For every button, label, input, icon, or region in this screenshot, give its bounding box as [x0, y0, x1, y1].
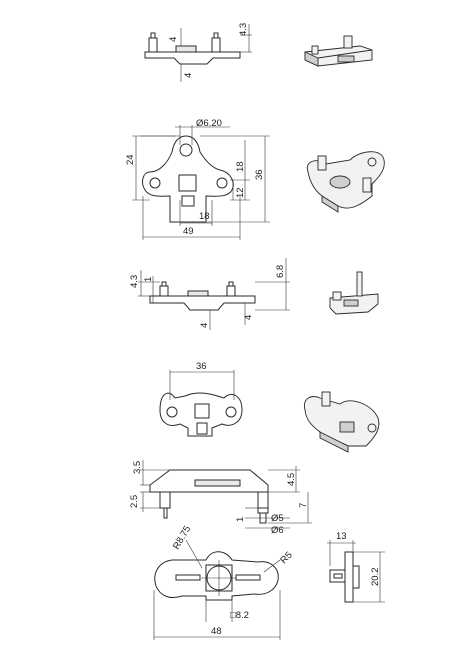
view5-section-elevation: 3.5 2.5 4.5 7 1 Ø5 Ø6: [129, 460, 312, 536]
view3-isometric: [329, 271, 379, 315]
view6-bottom-plan: R8.75 R5 □8.2 48: [153, 524, 295, 640]
view2-dim-small: 12: [235, 187, 246, 198]
view3-side-elevation: 4.3 1 6.8 4 4: [129, 258, 290, 330]
view3-dim-left-small: 1: [143, 277, 154, 282]
view6-dim-side-height: 20.2: [370, 568, 381, 587]
view6-dim-square: □8.2: [230, 610, 249, 621]
view5-dim-left-bottom: 2.5: [129, 495, 140, 508]
view2-dim-height-right: 36: [254, 169, 265, 180]
view3-dim-right-total: 6.8: [275, 265, 286, 278]
view2-plan: Ø6.20 24 18 36 12 18 49: [125, 118, 270, 240]
view1-dim-height-left: 4: [168, 37, 179, 42]
view1-dim-bottom: 4: [183, 73, 194, 78]
view1-side-elevation: 4 4 4.3: [144, 23, 252, 82]
view6-dim-width-total: 48: [211, 626, 222, 637]
view1-dim-height-right: 4.3: [238, 23, 249, 36]
view3-dim-left-top: 4.3: [129, 275, 140, 288]
view5-dim-dia-small: Ø5: [271, 513, 284, 524]
view5-dim-left-top: 3.5: [132, 461, 143, 474]
view6-dim-radius-right: R5: [278, 550, 294, 566]
view5-dim-small: 1: [235, 517, 246, 522]
view2-dim-hole-dia: Ø6.20: [196, 118, 222, 129]
view6-side-elevation: 13 20.2: [327, 531, 385, 603]
view3-dim-bottom-left: 4: [199, 323, 210, 328]
view2-dim-height-mid: 18: [235, 161, 246, 172]
view5-dim-right-top: 4.5: [286, 473, 297, 486]
view4-dim-width: 36: [196, 361, 207, 372]
view2-isometric: [306, 151, 385, 213]
view2-dim-width-inner: 18: [199, 211, 210, 222]
view5-dim-right-mid: 7: [298, 503, 309, 508]
view1-isometric: [304, 35, 373, 67]
view4-isometric: [304, 391, 380, 453]
view3-dim-bottom-right: 4: [243, 315, 254, 320]
view6-dim-side-width: 13: [336, 531, 347, 542]
view5-dim-dia-large: Ø6: [271, 525, 284, 536]
view2-dim-height-left: 24: [125, 154, 136, 165]
view4-plan: 36: [159, 361, 243, 437]
view2-dim-width-total: 49: [183, 226, 194, 237]
